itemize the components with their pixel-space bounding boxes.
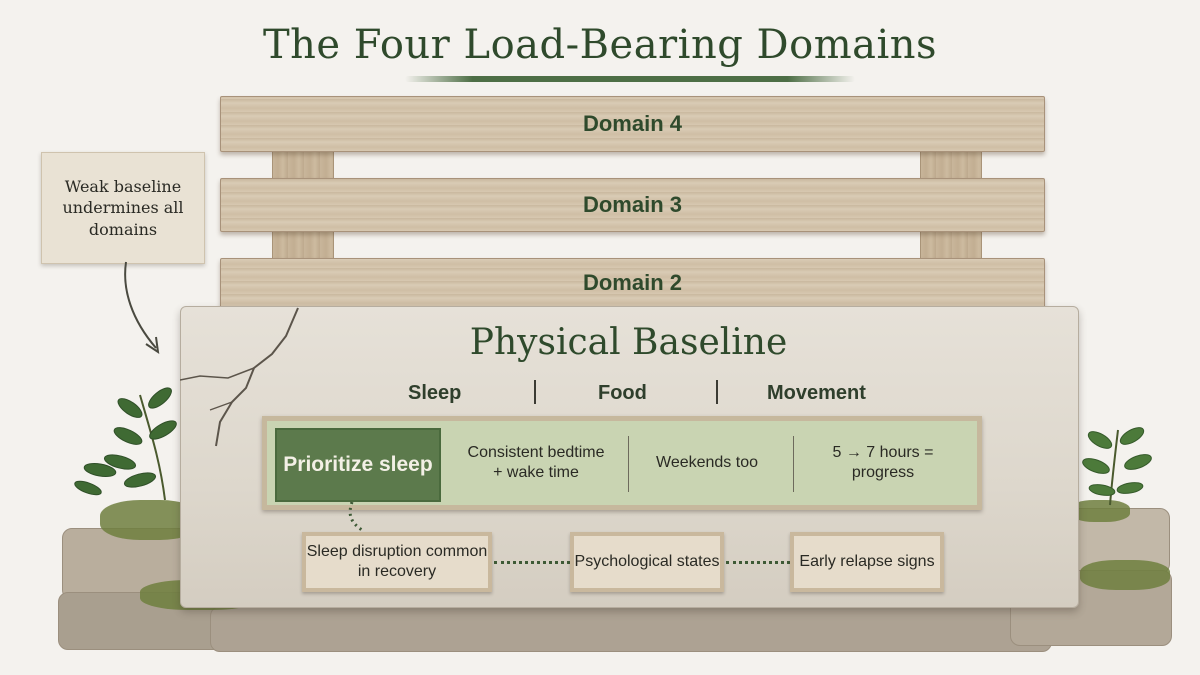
- domain-4-label: Domain 4: [582, 111, 683, 136]
- plant-right-icon: [1082, 427, 1152, 506]
- domain-3-label: Domain 3: [582, 192, 683, 217]
- focus-item: Consistent bedtime + wake time: [467, 444, 605, 481]
- focus-item: Weekends too: [656, 454, 758, 471]
- stone-crack-icon: [180, 307, 299, 447]
- rock-bottom: [210, 606, 1052, 652]
- title-underline: [405, 76, 855, 82]
- focus-item: 5 → 7 hours = progress: [832, 444, 934, 481]
- curved-arrow-icon: [124, 261, 160, 355]
- link-tag: Psychological states: [570, 532, 724, 592]
- note-text: Weak baseline undermines all domains: [62, 176, 184, 239]
- category-movement: Movement: [767, 382, 866, 404]
- prioritize-sleep-box: Prioritize sleep: [275, 428, 441, 502]
- plank-domain-3: Domain 3: [220, 178, 1045, 232]
- link-tag: Sleep disruption common in recovery: [302, 532, 492, 592]
- baseline-title: Physical Baseline: [469, 322, 788, 363]
- category-divider: [534, 380, 536, 404]
- diagram-title: The Four Load-Bearing Domains: [262, 22, 938, 68]
- link-tag: Early relapse signs: [790, 532, 944, 592]
- category-divider: [716, 380, 718, 404]
- plant-left-icon: [74, 387, 177, 501]
- dotted-connector: [726, 561, 790, 564]
- moss-right: [1080, 560, 1170, 590]
- category-food: Food: [598, 382, 647, 404]
- dotted-connector: [494, 561, 570, 564]
- focus-divider: [793, 436, 794, 492]
- category-sleep: Sleep: [408, 382, 462, 404]
- weak-baseline-note: Weak baseline undermines all domains: [41, 152, 205, 264]
- moss-right-top: [1070, 500, 1130, 522]
- focus-divider: [628, 436, 629, 492]
- plank-domain-4: Domain 4: [220, 96, 1045, 152]
- domain-2-label: Domain 2: [582, 270, 683, 295]
